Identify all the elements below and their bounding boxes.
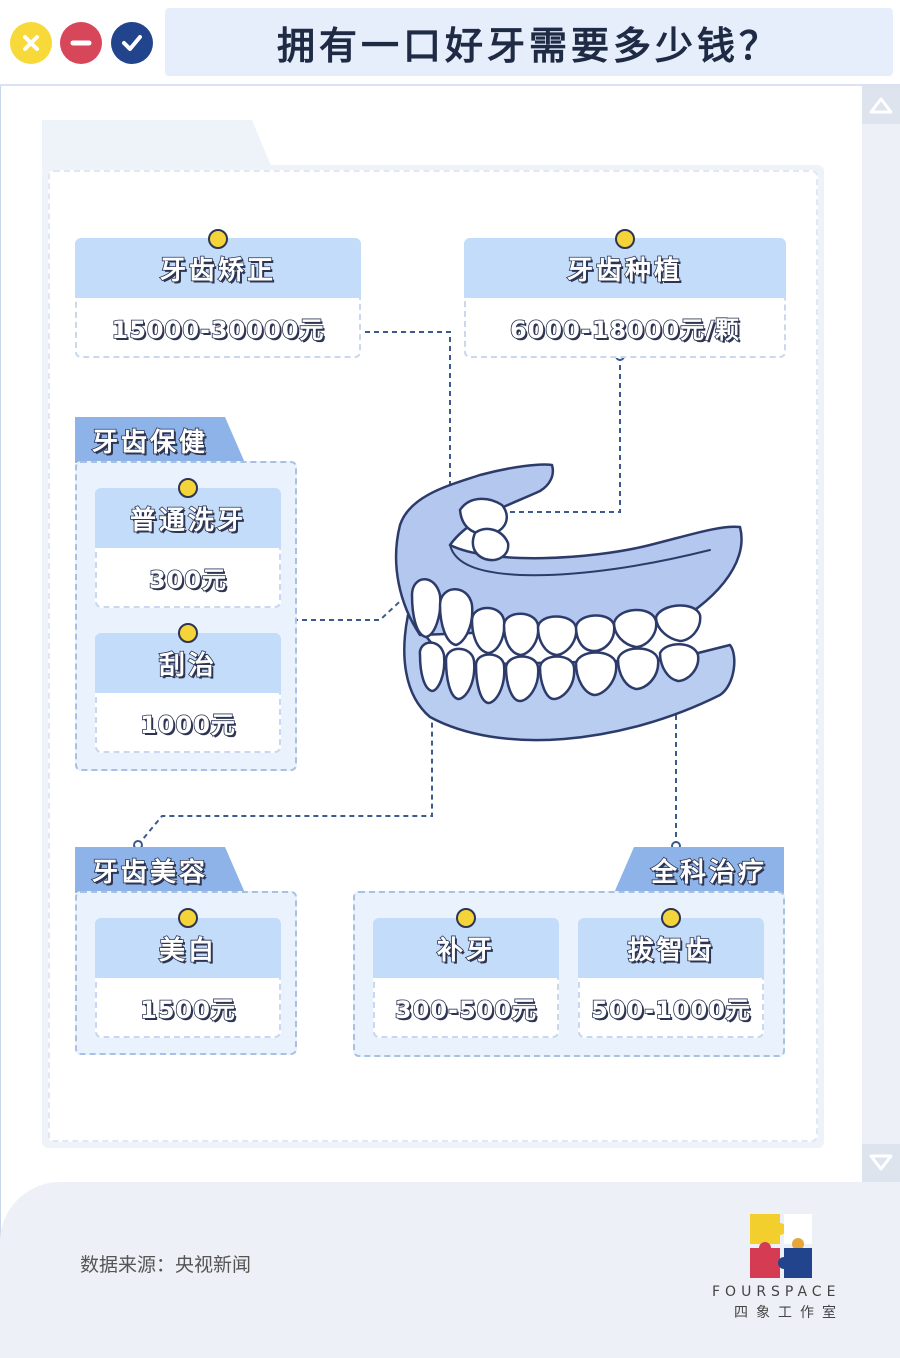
yellow-dot xyxy=(208,229,228,249)
scroll-up-icon xyxy=(869,97,893,114)
title-bar: 拥有一口好牙需要多少钱？ xyxy=(0,0,900,86)
card-title: 牙齿种植 xyxy=(566,255,683,287)
care-group-label: 牙齿保健 xyxy=(75,417,245,463)
group-label-text: 牙齿美容 xyxy=(91,857,208,889)
close-icon xyxy=(23,35,39,51)
scrollbar-track[interactable] xyxy=(862,86,900,1181)
card-price: 300元 xyxy=(97,552,279,602)
cosmetic-group-label: 牙齿美容 xyxy=(75,847,245,893)
puzzle-logo-icon xyxy=(750,1214,812,1278)
confirm-button[interactable] xyxy=(111,22,153,64)
price-text: 300元 xyxy=(148,565,228,595)
data-source: 数据来源：央视新闻 xyxy=(80,1254,252,1276)
card-title: 牙齿矫正 xyxy=(159,255,276,287)
close-button[interactable] xyxy=(10,22,52,64)
card-title: 刮治 xyxy=(158,650,217,682)
yellow-dot xyxy=(178,623,198,643)
price-text: 1000元 xyxy=(139,710,236,740)
yellow-dot xyxy=(178,478,198,498)
card-price: 1000元 xyxy=(97,697,279,747)
check-icon xyxy=(122,35,142,51)
orthodontics-card: 牙齿矫正 15000-30000元 xyxy=(75,238,361,358)
yellow-dot xyxy=(178,908,198,928)
card-header: 美白 xyxy=(95,918,281,978)
card-price: 6000-18000元/颗 xyxy=(466,302,784,352)
card-title: 补牙 xyxy=(436,935,495,967)
scroll-down-icon xyxy=(869,1154,893,1171)
card-price: 15000-30000元 xyxy=(77,302,359,352)
card-price: 1500元 xyxy=(97,982,279,1032)
card-header: 牙齿种植 xyxy=(464,238,786,298)
group-label-text: 牙齿保健 xyxy=(91,427,208,459)
card-price: 300-500元 xyxy=(375,982,557,1032)
scroll-down-button[interactable] xyxy=(862,1144,900,1182)
implant-card: 牙齿种植 6000-18000元/颗 xyxy=(464,238,786,358)
scroll-up-button[interactable] xyxy=(862,86,900,124)
price-text: 500-1000元 xyxy=(590,995,751,1025)
yellow-dot xyxy=(661,908,681,928)
group-label-text: 全科治疗 xyxy=(650,857,767,889)
page-title: 拥有一口好牙需要多少钱？ xyxy=(276,23,781,68)
teeth-icon xyxy=(394,463,743,742)
cleaning-card: 普通洗牙 300元 xyxy=(95,488,281,608)
card-header: 补牙 xyxy=(373,918,559,978)
brand-name-en: FOURSPACE xyxy=(712,1284,841,1300)
card-header: 拔智齿 xyxy=(578,918,764,978)
price-text: 6000-18000元/颗 xyxy=(509,315,741,345)
card-header: 刮治 xyxy=(95,633,281,693)
scaling-card: 刮治 1000元 xyxy=(95,633,281,753)
filling-card: 补牙 300-500元 xyxy=(373,918,559,1038)
brand-name-cn: 四象工作室 xyxy=(734,1305,844,1321)
title-box: 拥有一口好牙需要多少钱？ xyxy=(165,8,893,76)
minimize-button[interactable] xyxy=(60,22,102,64)
whitening-card: 美白 1500元 xyxy=(95,918,281,1038)
card-title: 美白 xyxy=(158,935,217,967)
extraction-card: 拔智齿 500-1000元 xyxy=(578,918,764,1038)
card-title: 普通洗牙 xyxy=(129,505,246,537)
card-header: 普通洗牙 xyxy=(95,488,281,548)
card-price: 500-1000元 xyxy=(580,982,762,1032)
yellow-dot xyxy=(456,908,476,928)
card-title: 拔智齿 xyxy=(627,935,715,967)
price-text: 15000-30000元 xyxy=(111,315,325,345)
general-group-label: 全科治疗 xyxy=(614,847,784,893)
folder-tab xyxy=(42,120,272,168)
price-text: 300-500元 xyxy=(394,995,538,1025)
minus-icon xyxy=(70,40,92,46)
yellow-dot xyxy=(615,229,635,249)
price-text: 1500元 xyxy=(139,995,236,1025)
